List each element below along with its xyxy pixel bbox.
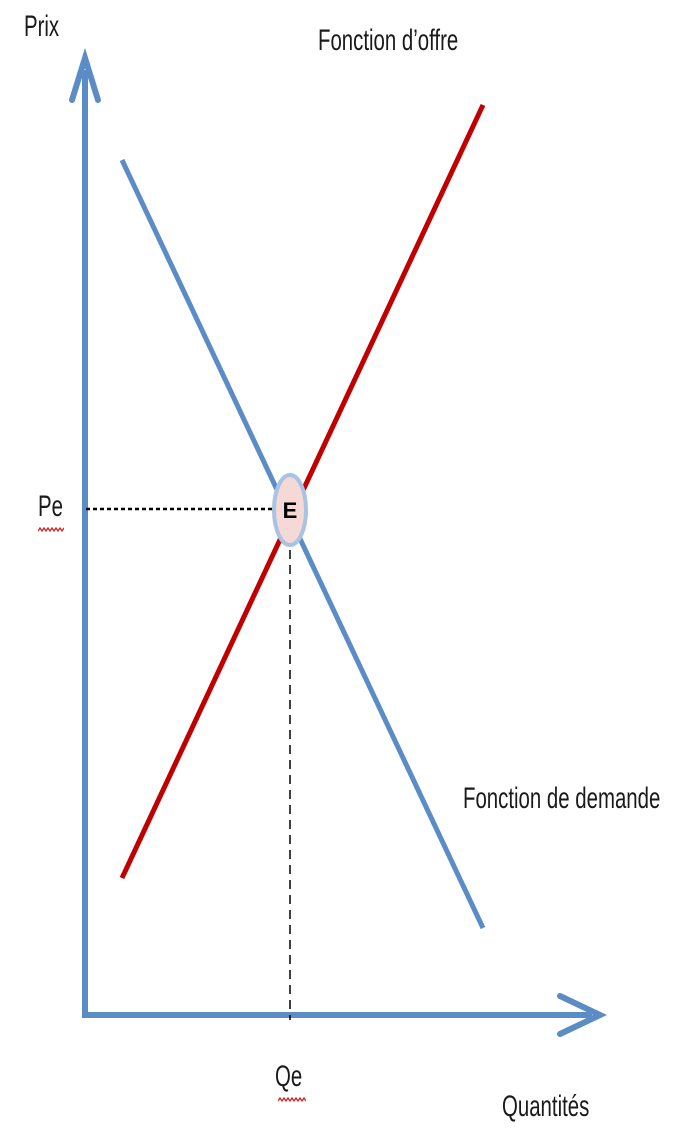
spellcheck-underline-qe — [278, 1097, 306, 1103]
x-axis-arrowhead — [557, 993, 607, 1037]
y-axis-label: Prix — [24, 10, 60, 43]
y-axis-arrowhead — [69, 47, 101, 103]
quantity-equilibrium-label: Qe — [275, 1060, 303, 1093]
equilibrium-label: E — [283, 498, 298, 523]
demand-curve — [119, 158, 486, 930]
spellcheck-underline-pe — [38, 527, 64, 533]
supply-curve-label: Fonction d’offre — [318, 24, 459, 57]
demand-curve-label: Fonction de demande — [463, 782, 661, 815]
x-axis-label: Quantités — [502, 1090, 590, 1123]
equilibrium-marker — [272, 473, 308, 547]
price-equilibrium-label: Pe — [38, 490, 63, 523]
